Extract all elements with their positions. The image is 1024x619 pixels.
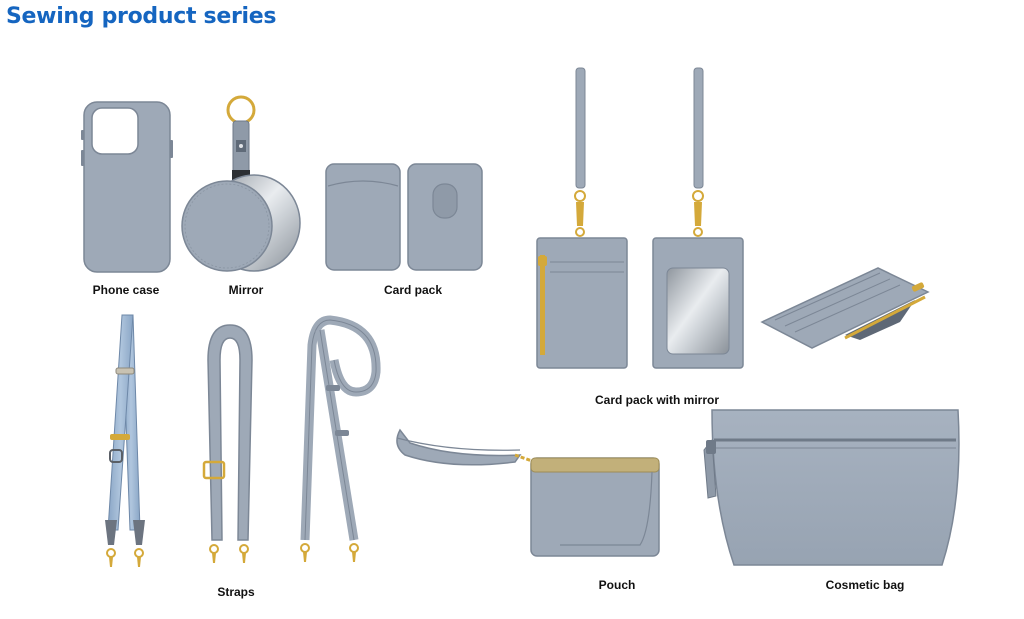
caption-phone-case: Phone case — [92, 283, 160, 297]
page-title: Sewing product series — [6, 4, 277, 29]
caption-card-pack: Card pack — [383, 283, 443, 297]
straps-illustration — [105, 314, 381, 567]
caption-mirror: Mirror — [228, 283, 264, 297]
card-pack-with-mirror-illustration — [536, 67, 930, 369]
caption-card-pack-with-mirror: Card pack with mirror — [594, 393, 720, 407]
caption-pouch: Pouch — [598, 578, 636, 592]
phone-case-illustration — [81, 101, 173, 273]
card-pack-illustration — [325, 163, 483, 271]
mirror-illustration — [181, 95, 301, 272]
pouch-illustration — [396, 428, 660, 557]
caption-straps: Straps — [217, 585, 255, 599]
cosmetic-bag-illustration — [703, 409, 960, 566]
caption-cosmetic-bag: Cosmetic bag — [825, 578, 905, 592]
